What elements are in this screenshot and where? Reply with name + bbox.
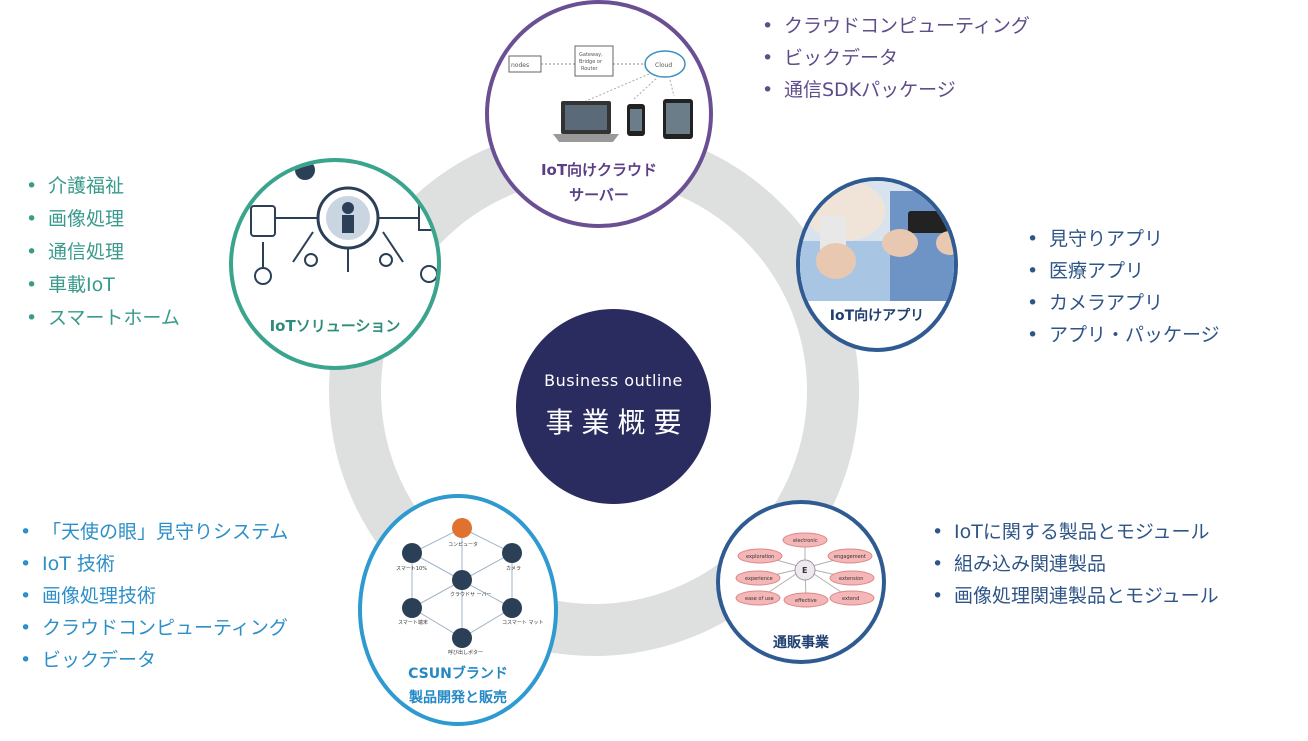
cloud-feature-list: •クラウドコンピューティング •ビックデータ •通信SDKパッケージ bbox=[760, 10, 1030, 106]
cloud-network-image: nodes Gateway, Bridge or Router Cloud bbox=[508, 45, 693, 142]
bullet-icon: • bbox=[20, 649, 32, 671]
csun-feature-list: •「天使の眼」見守りシステム •IoT 技術 •画像処理技術 •クラウドコンピュ… bbox=[18, 516, 288, 676]
cloud-node-label-line2: サーバー bbox=[569, 186, 629, 204]
list-item: •見守りアプリ bbox=[1025, 223, 1220, 255]
smartphone-hands-image bbox=[800, 181, 954, 301]
list-item: •スマートホーム bbox=[24, 302, 180, 335]
list-item: •介護福祉 bbox=[24, 170, 180, 203]
bullet-icon: • bbox=[26, 208, 38, 230]
bullet-icon: • bbox=[26, 307, 38, 329]
list-item: •組み込み関連製品 bbox=[930, 548, 1219, 580]
shop-node-label: 通販事業 bbox=[773, 635, 829, 651]
svg-text:extend: extend bbox=[842, 596, 859, 602]
bullet-icon: • bbox=[1027, 292, 1039, 314]
cloud-node-label-line1: IoT向けクラウド bbox=[540, 161, 658, 179]
list-item: •画像処理技術 bbox=[18, 580, 288, 612]
bullet-icon: • bbox=[1027, 324, 1039, 346]
svg-text:Router: Router bbox=[581, 66, 599, 72]
node-iot-solution: IoTソリューション bbox=[229, 158, 441, 370]
solution-node-label: IoTソリューション bbox=[269, 317, 401, 335]
shop-feature-list: •IoTに関する製品とモジュール •組み込み関連製品 •画像処理関連製品とモジュ… bbox=[930, 516, 1219, 612]
node-iot-app: IoT向けアプリ bbox=[796, 177, 958, 352]
center-title-jp: 事業概要 bbox=[545, 406, 690, 439]
solution-feature-list: •介護福祉 •画像処理 •通信処理 •車載IoT •スマートホーム bbox=[24, 170, 180, 335]
svg-text:nodes: nodes bbox=[511, 62, 529, 69]
list-item: •ビックデータ bbox=[760, 42, 1030, 74]
svg-text:スマート10%: スマート10% bbox=[396, 566, 427, 572]
bullet-icon: • bbox=[1027, 228, 1039, 250]
list-item: •クラウドコンピューティング bbox=[18, 612, 288, 644]
svg-text:スマート端末: スマート端末 bbox=[398, 619, 428, 626]
svg-text:呼び出しポタ一: 呼び出しポタ一 bbox=[448, 649, 483, 656]
list-item: •クラウドコンピューティング bbox=[760, 10, 1030, 42]
app-feature-list: •見守りアプリ •医療アプリ •カメラアプリ •アプリ・パッケージ bbox=[1025, 223, 1220, 351]
svg-text:extension: extension bbox=[839, 576, 863, 582]
svg-text:E: E bbox=[802, 566, 807, 575]
ecommerce-mindmap-image: E electronic exploration engagement expe… bbox=[735, 532, 875, 608]
bullet-icon: • bbox=[762, 47, 774, 69]
csun-products-image: コンピュータ スマート10% カメラ クラウドサ ーバー スマート端末 コスマー… bbox=[396, 518, 543, 656]
business-outline-circle: Business outline 事業概要 bbox=[516, 309, 711, 504]
bullet-icon: • bbox=[1027, 260, 1039, 282]
iot-network-image bbox=[250, 162, 437, 285]
svg-text:Bridge or: Bridge or bbox=[579, 59, 603, 65]
svg-text:exploration: exploration bbox=[746, 554, 774, 560]
bullet-icon: • bbox=[20, 585, 32, 607]
bullet-icon: • bbox=[932, 521, 944, 543]
svg-text:コスマート マット: コスマート マット bbox=[502, 620, 543, 626]
svg-text:Gateway,: Gateway, bbox=[579, 52, 603, 58]
bullet-icon: • bbox=[762, 79, 774, 101]
bullet-icon: • bbox=[26, 241, 38, 263]
svg-text:カメラ: カメラ bbox=[506, 566, 521, 572]
bullet-icon: • bbox=[20, 553, 32, 575]
svg-text:engagement: engagement bbox=[834, 554, 866, 560]
csun-node-label-line1: CSUNブランド bbox=[408, 666, 508, 682]
bullet-icon: • bbox=[932, 553, 944, 575]
svg-text:experience: experience bbox=[745, 576, 773, 582]
csun-node-label-line2: 製品開発と販売 bbox=[409, 690, 507, 706]
list-item: •通信処理 bbox=[24, 236, 180, 269]
node-ecommerce: E electronic exploration engagement expe… bbox=[716, 500, 886, 664]
list-item: •画像処理 bbox=[24, 203, 180, 236]
list-item: •カメラアプリ bbox=[1025, 287, 1220, 319]
svg-text:コンピュータ: コンピュータ bbox=[448, 541, 478, 548]
list-item: •医療アプリ bbox=[1025, 255, 1220, 287]
list-item: •IoT 技術 bbox=[18, 548, 288, 580]
svg-text:ease of use: ease of use bbox=[745, 596, 774, 602]
bullet-icon: • bbox=[932, 585, 944, 607]
list-item: •車載IoT bbox=[24, 269, 180, 302]
bullet-icon: • bbox=[26, 274, 38, 296]
list-item: •ビックデータ bbox=[18, 644, 288, 676]
app-node-label: IoT向けアプリ bbox=[829, 308, 925, 324]
bullet-icon: • bbox=[20, 617, 32, 639]
bullet-icon: • bbox=[26, 175, 38, 197]
center-title-en: Business outline bbox=[544, 371, 683, 390]
svg-text:electronic: electronic bbox=[793, 538, 818, 544]
svg-text:クラウドサ ーバー: クラウドサ ーバー bbox=[450, 591, 492, 598]
list-item: •アプリ・パッケージ bbox=[1025, 319, 1220, 351]
node-iot-cloud: nodes Gateway, Bridge or Router Cloud Io… bbox=[485, 0, 713, 228]
list-item: •画像処理関連製品とモジュール bbox=[930, 580, 1219, 612]
bullet-icon: • bbox=[20, 521, 32, 543]
list-item: •「天使の眼」見守りシステム bbox=[18, 516, 288, 548]
bullet-icon: • bbox=[762, 15, 774, 37]
svg-text:Cloud: Cloud bbox=[655, 62, 672, 69]
list-item: •通信SDKパッケージ bbox=[760, 74, 1030, 106]
list-item: •IoTに関する製品とモジュール bbox=[930, 516, 1219, 548]
node-csun-brand: コンピュータ スマート10% カメラ クラウドサ ーバー スマート端末 コスマー… bbox=[358, 494, 558, 726]
svg-text:effective: effective bbox=[795, 598, 817, 604]
